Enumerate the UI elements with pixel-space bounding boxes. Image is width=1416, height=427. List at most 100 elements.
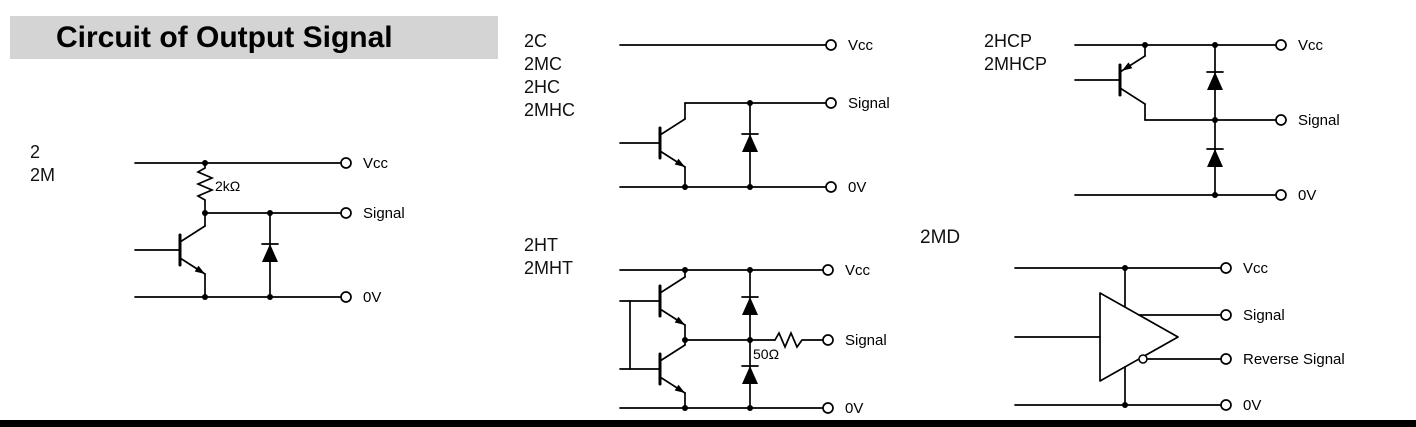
signal-rail: Signal — [822, 332, 887, 349]
model-label: 2MHT — [524, 258, 573, 278]
model-label: 2C — [524, 31, 548, 51]
circuit-labels-2c-group: 2C 2MC 2HC 2MHC — [524, 30, 575, 122]
signal-terminal — [825, 97, 837, 109]
npn-transistor — [178, 225, 206, 275]
circuit-labels-2ht-group: 2HT 2MHT — [524, 234, 573, 280]
transistor-wires — [684, 269, 776, 409]
vcc-rail: Vcc — [134, 155, 389, 172]
vcc-label: Vcc — [1243, 260, 1269, 277]
vcc-rail: Vcc — [619, 37, 874, 54]
emitter-arrow — [674, 316, 685, 325]
transistor-wires — [134, 212, 206, 298]
zero-v-terminal — [825, 181, 837, 193]
reverse-signal-label: Reverse Signal — [1243, 351, 1345, 368]
reverse-signal-rail: Reverse Signal — [1138, 351, 1345, 368]
signal-label: Signal — [1298, 112, 1340, 129]
zero-v-label: 0V — [845, 400, 863, 417]
protection-diode — [741, 102, 759, 188]
pullup-resistor-label: 2kΩ — [215, 178, 240, 194]
model-label: 2HC — [524, 77, 561, 97]
zero-v-label: 0V — [1243, 397, 1261, 414]
vcc-label: Vcc — [845, 262, 871, 279]
signal-rail: Signal — [684, 95, 890, 112]
model-label: 2M — [30, 165, 56, 185]
line-driver-triangle — [1014, 267, 1179, 406]
vcc-rail: Vcc — [1014, 260, 1269, 277]
zero-v-terminal — [822, 402, 834, 414]
npn-transistor-lower — [658, 344, 686, 394]
zero-v-rail: 0V — [1074, 187, 1316, 204]
emitter-arrow — [1122, 62, 1133, 71]
model-label: 2MHCP — [984, 54, 1048, 74]
bottom-rule — [0, 420, 1416, 427]
pullup-resistor: 2kΩ — [195, 162, 240, 214]
base-drive-wires — [619, 300, 661, 370]
zero-v-label: 0V — [1298, 187, 1316, 204]
zero-v-terminal — [1220, 399, 1232, 411]
vcc-terminal — [340, 157, 352, 169]
vcc-terminal — [1220, 262, 1232, 274]
circuit-2hcp-diagram: Vcc Signal 0V — [1074, 37, 1340, 204]
emitter-arrow — [194, 265, 205, 274]
section-title: Circuit of Output Signal — [56, 20, 393, 54]
circuit-2ht-diagram: Vcc — [619, 262, 887, 417]
series-resistor-label: 50Ω — [753, 346, 779, 362]
zero-v-rail: 0V — [1014, 397, 1261, 414]
vcc-terminal — [1275, 39, 1287, 51]
protection-diode — [261, 212, 279, 298]
signal-terminal — [1220, 309, 1232, 321]
model-label: 2HT — [524, 235, 559, 255]
junction-dots — [682, 100, 753, 190]
emitter-arrow — [674, 384, 685, 393]
emitter-arrow — [674, 158, 685, 167]
signal-label: Signal — [848, 95, 890, 112]
signal-label: Signal — [845, 332, 887, 349]
zero-v-label: 0V — [848, 179, 866, 196]
vcc-terminal — [822, 264, 834, 276]
model-label: 2HCP — [984, 31, 1033, 51]
signal-rail: Signal — [1138, 307, 1285, 324]
model-label: 2MD — [920, 227, 961, 248]
circuit-labels-2hcp-group: 2HCP 2MHCP — [984, 30, 1047, 76]
series-resistor: 50Ω — [753, 330, 824, 362]
circuit-2c-diagram: Vcc Signal 0V — [619, 37, 890, 196]
circuit-labels-2md: 2MD — [920, 226, 960, 249]
junction-dots — [1122, 265, 1128, 408]
vcc-rail: Vcc — [619, 262, 871, 279]
zero-v-terminal — [340, 291, 352, 303]
signal-rail: Signal — [204, 205, 405, 222]
vcc-label: Vcc — [363, 155, 389, 172]
zero-v-label: 0V — [363, 289, 381, 306]
zero-v-terminal — [1275, 189, 1287, 201]
zero-v-rail: 0V — [619, 400, 863, 417]
zero-v-rail: 0V — [619, 179, 866, 196]
circuit-2-2m-diagram: Vcc 2kΩ Signal 0V — [134, 155, 405, 306]
junction-dots — [682, 267, 753, 411]
model-label: 2MC — [524, 54, 563, 74]
vcc-rail: Vcc — [1074, 37, 1324, 54]
signal-rail: Signal — [1144, 112, 1340, 129]
model-label: 2MHC — [524, 100, 576, 120]
junction-dots — [1142, 42, 1218, 198]
zero-v-rail: 0V — [134, 289, 381, 306]
vcc-label: Vcc — [1298, 37, 1324, 54]
model-label: 2 — [30, 142, 41, 162]
npn-transistor — [658, 118, 686, 168]
signal-terminal — [1275, 114, 1287, 126]
npn-transistor-upper — [658, 276, 686, 326]
reverse-signal-terminal — [1220, 353, 1232, 365]
vcc-terminal — [825, 39, 837, 51]
transistor-wires — [1074, 44, 1146, 121]
transistor-wires — [619, 102, 686, 188]
signal-terminal — [822, 334, 834, 346]
signal-terminal — [340, 207, 352, 219]
signal-label: Signal — [1243, 307, 1285, 324]
junction-dots — [202, 160, 273, 300]
vcc-label: Vcc — [848, 37, 874, 54]
signal-label: Signal — [363, 205, 405, 222]
circuit-labels-2-2m: 2 2M — [30, 141, 55, 187]
pnp-transistor — [1118, 55, 1146, 105]
inversion-bubble — [1138, 354, 1148, 364]
circuit-2md-diagram: Vcc Signal Reverse Signal 0V — [1014, 260, 1345, 414]
